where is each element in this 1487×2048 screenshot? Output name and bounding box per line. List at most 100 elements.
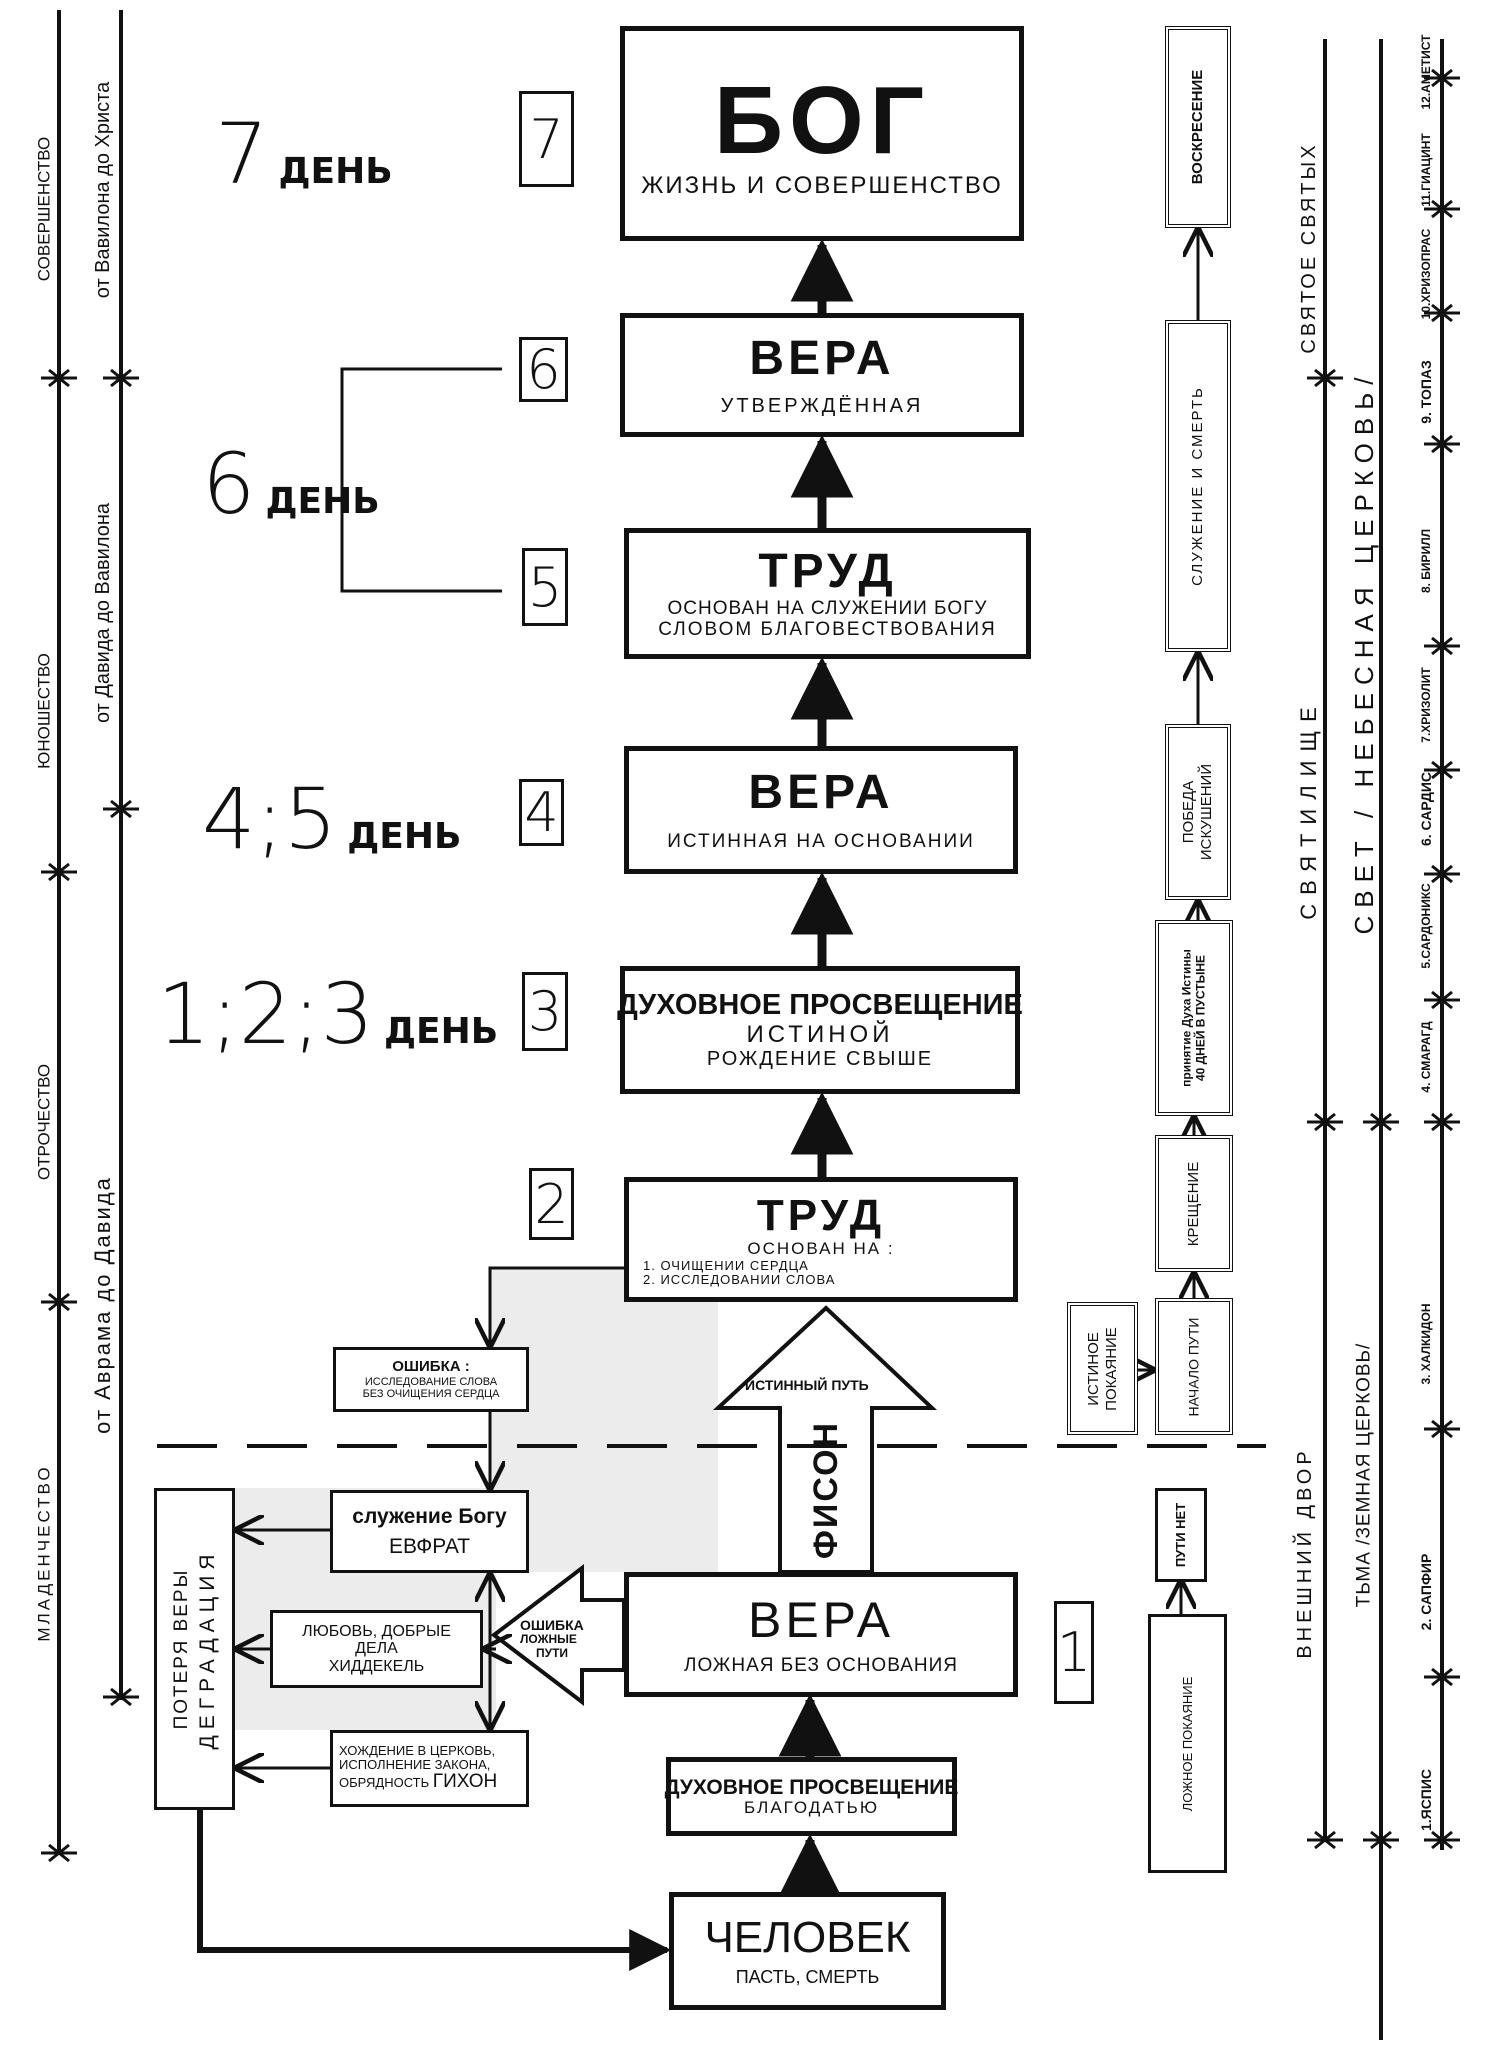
- stage-number-1: 1: [1054, 1601, 1094, 1704]
- timeline-tick: [1431, 1112, 1453, 1132]
- church-line1: ХОЖДЕНИЕ В ЦЕРКОВЬ,: [339, 1742, 496, 1758]
- love-box: ЛЮБОВЬ, ДОБРЫЕ ДЕЛА ХИДДЕКЕЛЬ: [270, 1610, 483, 1688]
- false-path-line3: ПУТИ: [536, 1645, 569, 1660]
- timeline-tick: [110, 799, 132, 819]
- error-box: ОШИБКА : ИССЛЕДОВАНИЕ СЛОВА БЕЗ ОЧИЩЕНИЯ…: [333, 1347, 529, 1412]
- age-label: ОТРОЧЕСТВО: [34, 1063, 54, 1181]
- degradation-line2: ДЕГРАДАЦИЯ: [195, 1548, 219, 1750]
- day6-bracket: [340, 367, 502, 593]
- day-number: 7: [215, 105, 269, 203]
- period-label: от Вавилона до Христа: [92, 81, 114, 299]
- timeline-tick: [1431, 303, 1453, 323]
- timeline-tick: [48, 1843, 70, 1863]
- service-line2: ЕВФРАТ: [388, 1534, 471, 1558]
- service-death-text: СЛУЖЕНИЕ И СМЕРТЬ: [1189, 386, 1206, 586]
- arrow-degradation-to-man: [197, 1810, 672, 1971]
- stone-label: 1.ЯСПИС: [1418, 1768, 1434, 1832]
- timeline-tick: [110, 368, 132, 388]
- church-box: ХОЖДЕНИЕ В ЦЕРКОВЬ, ИСПОЛНЕНИЕ ЗАКОНА, О…: [330, 1730, 529, 1807]
- love-line2: ДЕЛА: [355, 1640, 398, 1658]
- timeline-tick: [110, 1687, 132, 1707]
- love-line3: ХИДДЕКЕЛЬ: [328, 1657, 425, 1675]
- man-box: ЧЕЛОВЕК ПАСТЬ, СМЕРТЬ: [669, 1892, 946, 2010]
- timeline-tick: [1370, 1830, 1392, 1850]
- faith6-subtitle: УТВЕРЖДЁННАЯ: [720, 395, 924, 418]
- day-word: ДЕНЬ: [347, 816, 462, 857]
- faith6-title: ВЕРА: [749, 331, 895, 385]
- enlight-grace-box: ДУХОВНОЕ ПРОСВЕЩЕНИЕ БЛАГОДАТЬЮ: [664, 1757, 959, 1836]
- false-repentance-box: ЛОЖНОЕ ПОКАЯНИЕ: [1148, 1614, 1227, 1873]
- stone-label: 12.АМЕТИСТ: [1419, 34, 1433, 110]
- timeline-tick: [1431, 199, 1453, 219]
- enlight3-line2: РОЖДЕНИЕ СВЫШЕ: [706, 1048, 934, 1071]
- light-church-label: СВЕТ / НЕБЕСНАЯ ЦЕРКОВЬ/: [1349, 369, 1379, 935]
- timeline-tick: [1431, 1830, 1453, 1850]
- labor2-box: ТРУД ОСНОВАН НА : 1. ОЧИЩЕНИИ СЕРДЦА 2. …: [624, 1177, 1018, 1302]
- timeline-tick: [48, 368, 70, 388]
- timeline-tick: [1431, 864, 1453, 884]
- resurrection-text: ВОСКРЕСЕНИЕ: [1189, 69, 1206, 185]
- faith1-title: ВЕРА: [747, 1591, 895, 1648]
- enlight-grace-title: ДУХОВНОЕ ПРОСВЕЩЕНИЕ: [664, 1775, 959, 1799]
- stone-label: 5.САРДОНИКС: [1419, 883, 1433, 969]
- true-repentance-line2: ПОКАЯНИЕ: [1102, 1326, 1120, 1411]
- fison-label: ФИСОН: [807, 1420, 845, 1560]
- stone-label: 7.ХРИЗОЛИТ: [1419, 667, 1433, 743]
- faith4-subtitle: ИСТИННАЯ НА ОСНОВАНИИ: [667, 830, 975, 852]
- true-path-label: ИСТИННЫЙ ПУТЬ: [745, 1377, 869, 1393]
- degradation-line1: ПОТЕРЯ ВЕРЫ: [170, 1568, 192, 1730]
- age-label: СОВЕРШЕНСТВО: [34, 136, 54, 282]
- enlight3-title: ДУХОВНОЕ ПРОСВЕЩЕНИЕ: [617, 988, 1023, 1021]
- stage-number-6: 6: [519, 337, 568, 402]
- error-line1: ИССЛЕДОВАНИЕ СЛОВА: [364, 1375, 498, 1388]
- man-subtitle: ПАСТЬ, СМЕРТЬ: [735, 1967, 880, 1988]
- age-label: МЛАДЕНЧЕСТВО: [34, 1464, 54, 1642]
- age-label: ЮНОШЕСТВО: [34, 653, 54, 769]
- faith1-box: ВЕРА ЛОЖНАЯ БЕЗ ОСНОВАНИЯ: [624, 1572, 1018, 1697]
- god-box: БОГ ЖИЗНЬ И СОВЕРШЕНСТВО: [620, 26, 1024, 241]
- baptism-box: КРЕЩЕНИЕ: [1155, 1135, 1233, 1272]
- victory-line1: ПОБЕДА: [1180, 780, 1197, 844]
- man-title: ЧЕЛОВЕК: [704, 1912, 911, 1962]
- path-start-box: НАЧАЛО ПУТИ: [1155, 1298, 1233, 1435]
- day-word: ДЕНЬ: [383, 1011, 499, 1052]
- spirit-line1: принятие Духа Истины: [1179, 949, 1194, 1087]
- no-path-box: ПУТИ НЕТ: [1155, 1488, 1207, 1582]
- enlight3-box: ДУХОВНОЕ ПРОСВЕЩЕНИЕ ИСТИНОЙ РОЖДЕНИЕ СВ…: [617, 966, 1023, 1094]
- day-word: ДЕНЬ: [265, 481, 380, 522]
- church-line2: ИСПОЛНЕНИЕ ЗАКОНА,: [339, 1757, 491, 1773]
- connector-labor2-to-error: [490, 1266, 624, 1345]
- timeline-tick: [1431, 1667, 1453, 1687]
- stage-number-5: 5: [522, 548, 568, 626]
- stage-number-2: 2: [529, 1168, 574, 1240]
- labor5-box: ТРУД ОСНОВАН НА СЛУЖЕНИИ БОГУ СЛОВОМ БЛА…: [624, 528, 1031, 659]
- god-subtitle: ЖИЗНЬ И СОВЕРШЕНСТВО: [641, 172, 1003, 200]
- labor5-line1: ОСНОВАН НА СЛУЖЕНИИ БОГУ: [667, 598, 988, 619]
- enlight3-line1: ИСТИНОЙ: [746, 1020, 894, 1048]
- error-title: ОШИБКА :: [392, 1358, 470, 1376]
- stage-number-4: 4: [519, 779, 564, 846]
- labor5-title: ТРУД: [758, 545, 897, 599]
- error-line2: БЕЗ ОЧИЩЕНИЯ СЕРДЦА: [362, 1387, 500, 1400]
- stone-label: 3. ХАЛКИДОН: [1419, 1303, 1433, 1385]
- resurrection-box: ВОСКРЕСЕНИЕ: [1165, 26, 1231, 228]
- baptism-text: КРЕЩЕНИЕ: [1185, 1161, 1202, 1246]
- timeline-tick: [1431, 1419, 1453, 1439]
- service-death-box: СЛУЖЕНИЕ И СМЕРТЬ: [1165, 320, 1231, 652]
- false-path-line2: ЛОЖНЫЕ: [520, 1632, 577, 1647]
- true-repentance-line1: ИСТИНОЕ: [1084, 1331, 1102, 1406]
- god-title: БОГ: [713, 66, 931, 174]
- gihon-label: ГИХОН: [432, 1771, 498, 1793]
- timeline-tick: [1431, 760, 1453, 780]
- stone-label: 8. БИРИЛЛ: [1419, 528, 1433, 594]
- degradation-box: ПОТЕРЯ ВЕРЫ ДЕГРАДАЦИЯ: [154, 1488, 235, 1810]
- stone-label: 2. САПФИР: [1418, 1553, 1434, 1631]
